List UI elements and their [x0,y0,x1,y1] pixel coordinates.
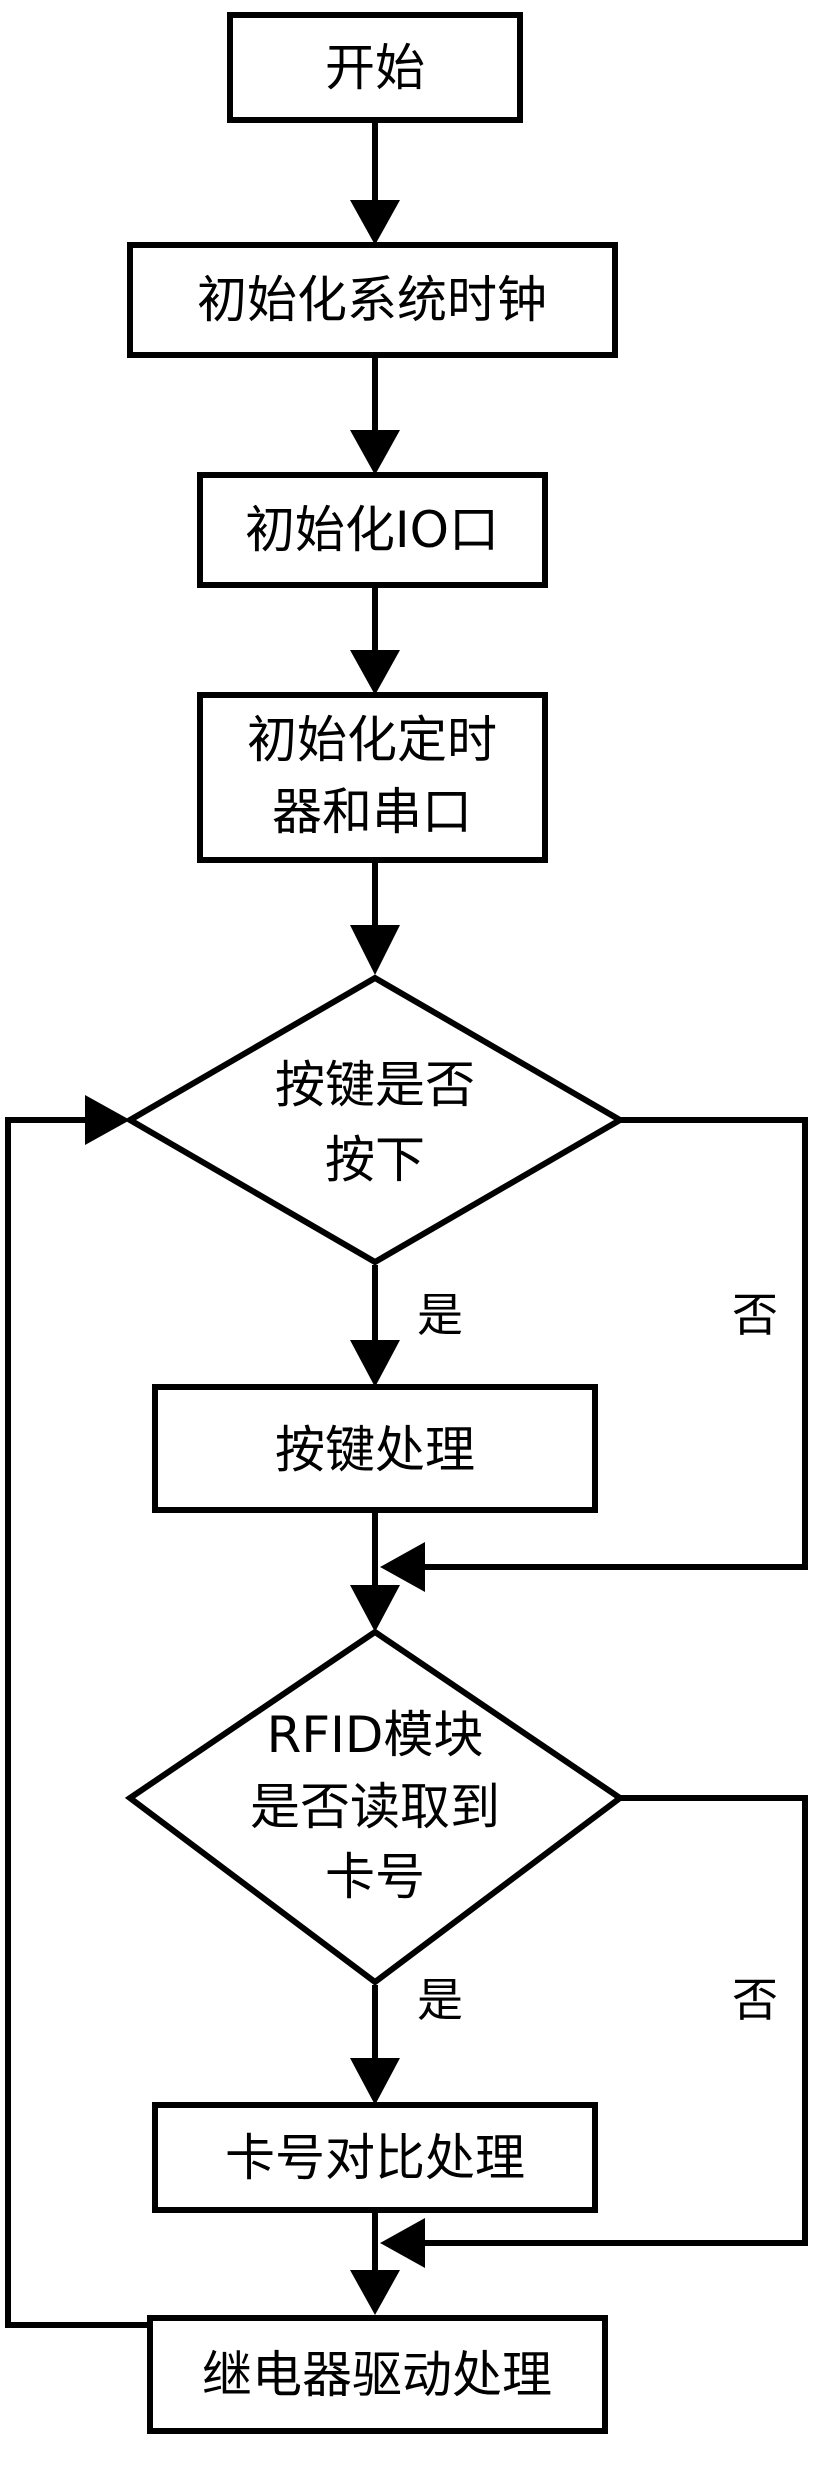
connector-key-no [420,1117,808,1570]
init-io-label: 初始化IO口 [245,501,499,559]
arrowhead-timer [350,650,400,695]
arrowhead-key-decision [350,925,400,975]
card-compare-label: 卡号对比处理 [225,2129,525,2187]
rfid-decision-diamond [124,1628,626,1986]
arrowhead-io [350,430,400,475]
arrowhead-compare [350,2058,400,2105]
key-decision-label-line2: 按下 [325,1131,425,1189]
rfid-decision-label-line2: 是否读取到 [250,1778,500,1836]
arrowhead-rfid-no-merge [380,2218,425,2268]
arrowhead-relay [350,2270,400,2315]
connector-rfid-no [420,1795,808,2246]
arrowhead-clock [350,200,400,245]
init-timer-box [197,692,548,863]
init-io-box [197,472,548,588]
key-yes-label: 是 [417,1288,463,1342]
key-process-label: 按键处理 [275,1421,475,1479]
rfid-no-label: 否 [732,1973,778,2027]
key-decision-diamond [124,974,626,1266]
init-clock-box [127,242,618,358]
connector-loop-back [5,1117,150,2328]
key-process-box [152,1384,598,1513]
arrowhead-loop-back [85,1095,130,1145]
rfid-decision-label-line3: 卡号 [325,1848,425,1906]
relay-drive-label: 继电器驱动处理 [202,2346,552,2404]
start-label: 开始 [325,39,425,97]
card-compare-box [152,2102,598,2213]
rfid-decision-label-line1: RFID模块 [267,1706,484,1764]
init-timer-label-line1: 初始化定时 [247,711,497,769]
init-clock-label: 初始化系统时钟 [197,271,547,329]
arrowhead-rfid-decision [350,1585,400,1632]
rfid-yes-label: 是 [417,1973,463,2027]
start-box [227,12,523,123]
init-timer-label-line2: 器和串口 [272,783,472,841]
arrowhead-keyprocess [350,1340,400,1387]
relay-drive-box [147,2315,608,2434]
key-decision-label-line1: 按键是否 [275,1056,475,1114]
key-no-label: 否 [732,1288,778,1342]
arrowhead-key-no-merge [380,1542,425,1592]
